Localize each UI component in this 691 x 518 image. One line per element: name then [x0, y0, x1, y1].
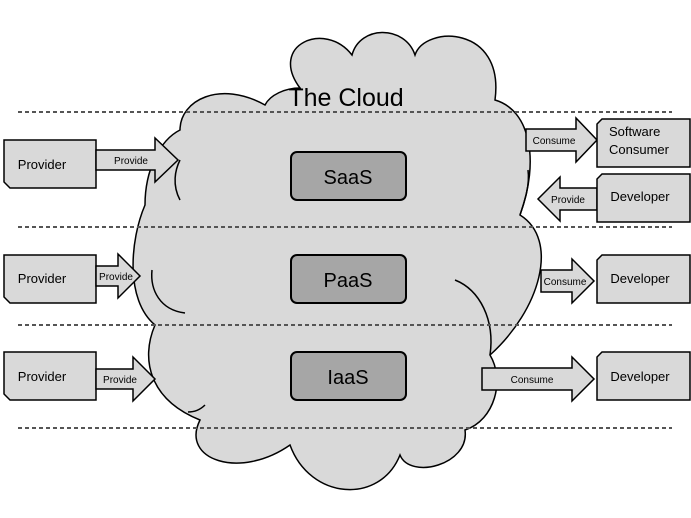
saas-box: SaaS	[290, 151, 407, 201]
consume-arrow-saas: Consume	[525, 116, 599, 164]
developer-paas-label: Developer	[610, 271, 670, 286]
saas-label: SaaS	[324, 167, 373, 189]
software-consumer-label-line2: Consumer	[609, 142, 670, 157]
developer-saas-label: Developer	[610, 189, 670, 204]
developer-iaas-box: Developer	[596, 351, 691, 401]
software-consumer-label-line1: Software	[609, 124, 660, 139]
provider-paas-label: Provider	[18, 271, 67, 286]
software-consumer-box: Software Consumer	[596, 118, 691, 168]
consume-arrow-saas-label: Consume	[533, 136, 576, 147]
provider-saas-label: Provider	[18, 157, 67, 172]
provide-arrow-paas-label: Provide	[99, 272, 133, 283]
developer-iaas-label: Developer	[610, 369, 670, 384]
cloud-title: The Cloud	[288, 84, 403, 112]
provider-saas-box: Provider	[3, 139, 97, 189]
consume-arrow-paas: Consume	[540, 257, 596, 305]
consume-arrow-iaas-label: Consume	[511, 375, 554, 386]
paas-label: PaaS	[324, 270, 373, 292]
provide-arrow-saas-label: Provide	[114, 156, 148, 167]
provider-iaas-label: Provider	[18, 369, 67, 384]
developer-paas-box: Developer	[596, 254, 691, 304]
provide-arrow-iaas: Provide	[95, 355, 157, 403]
consume-arrow-paas-label: Consume	[544, 277, 587, 288]
provider-paas-box: Provider	[3, 254, 97, 304]
consume-arrow-iaas: Consume	[481, 355, 596, 403]
iaas-label: IaaS	[327, 367, 368, 389]
provide-arrow-saas-developer: Provide	[536, 175, 598, 223]
developer-saas-box: Developer	[596, 173, 691, 223]
paas-box: PaaS	[290, 254, 407, 304]
provide-arrow-iaas-label: Provide	[103, 375, 137, 386]
provide-arrow-saas-developer-label: Provide	[551, 195, 585, 206]
provider-iaas-box: Provider	[3, 351, 97, 401]
iaas-box: IaaS	[290, 351, 407, 401]
provide-arrow-saas: Provide	[95, 136, 180, 184]
provide-arrow-paas: Provide	[95, 252, 142, 300]
